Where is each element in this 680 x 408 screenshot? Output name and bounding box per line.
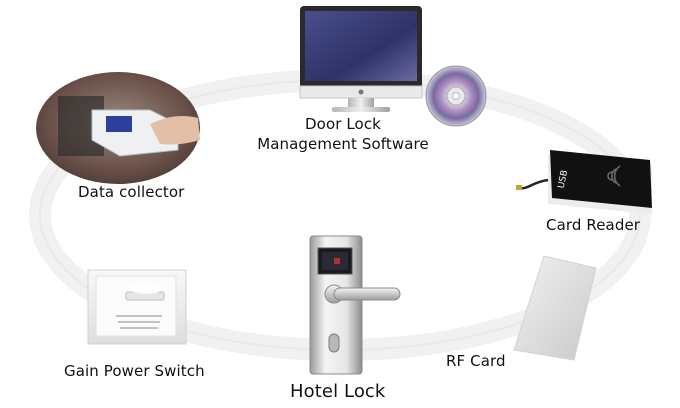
hotel-lock-label: Hotel Lock (290, 381, 386, 402)
data-collector-photo (36, 72, 200, 184)
software-label-line2: Management Software (257, 135, 429, 153)
card-reader-icon: USB (516, 150, 652, 214)
data-collector-label: Data collector (78, 183, 185, 201)
card-reader-label: Card Reader (546, 216, 641, 234)
rf-card-icon (513, 255, 597, 361)
rf-card-label: RF Card (446, 352, 506, 370)
hotel-lock-icon (309, 235, 401, 375)
power-switch-icon (87, 269, 187, 345)
software-label: Door Lock Management Software (236, 114, 450, 154)
power-switch-label: Gain Power Switch (64, 362, 205, 380)
cd-disc-icon (425, 65, 487, 127)
monitor-icon (299, 6, 423, 112)
svg-text:USB: USB (557, 169, 571, 189)
software-label-line1: Door Lock (305, 115, 381, 133)
